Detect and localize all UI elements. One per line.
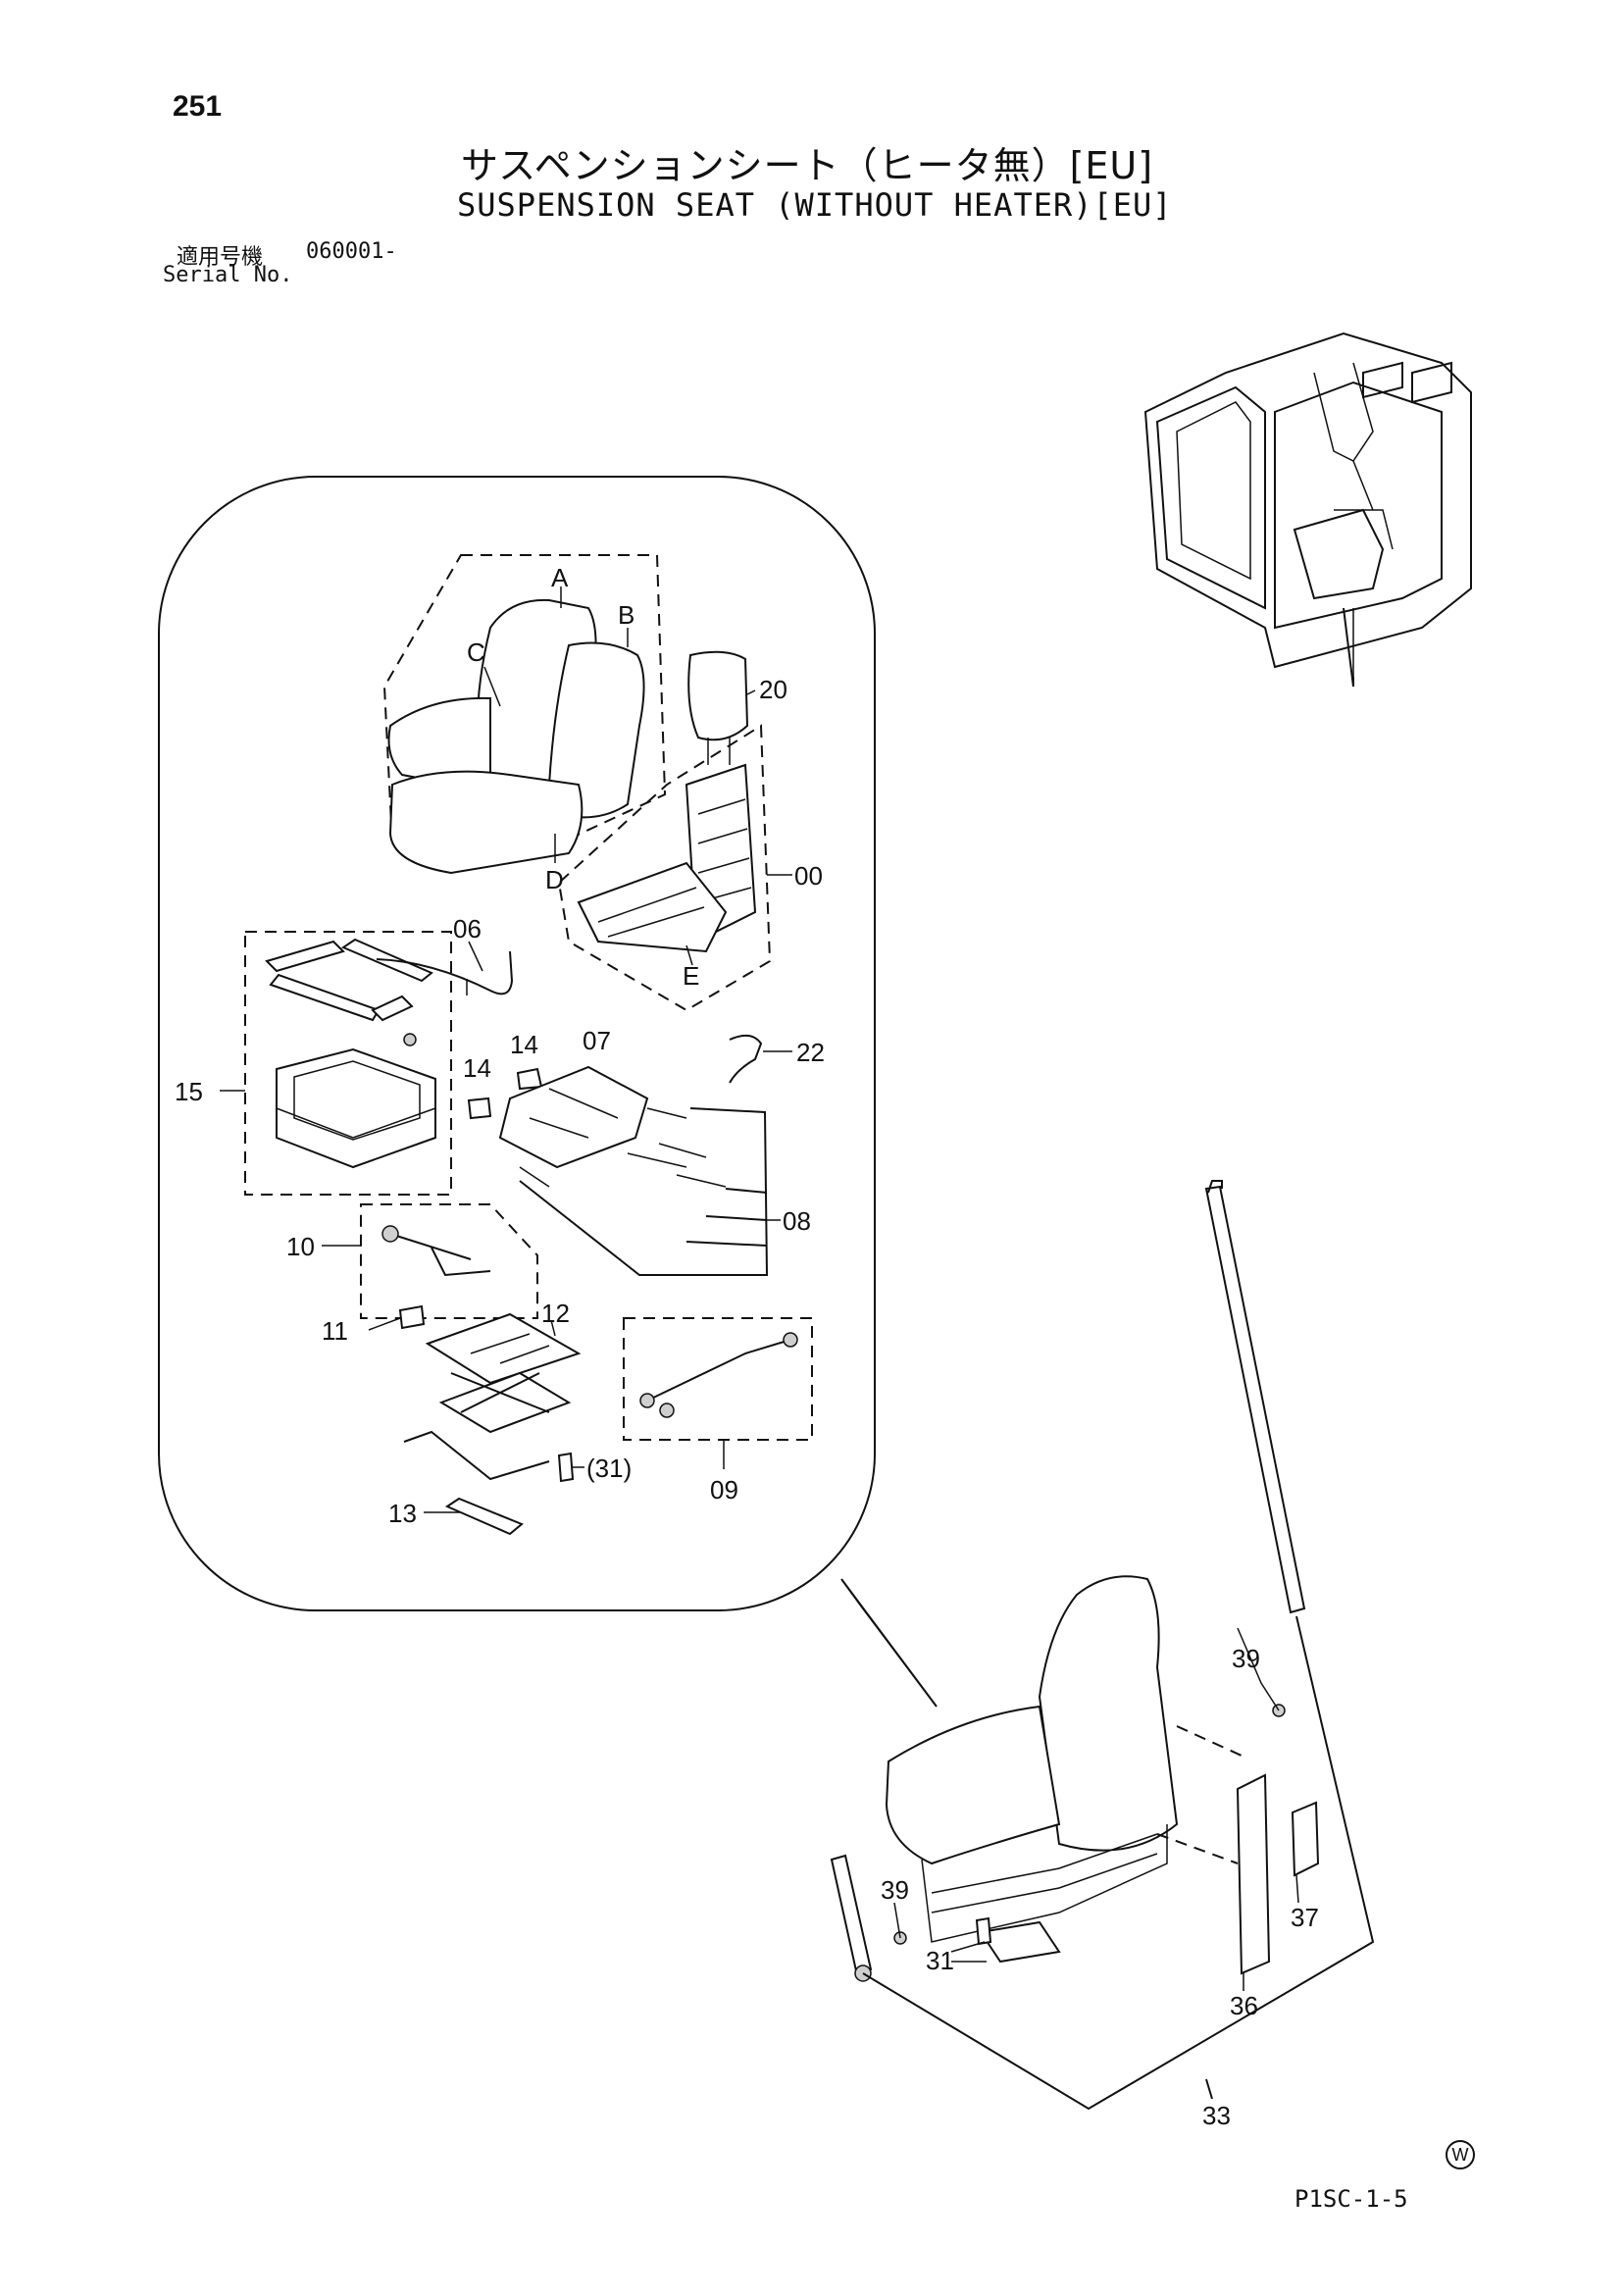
callout-22: 22 [796, 1038, 825, 1067]
callout-39-left: 39 [881, 1875, 909, 1905]
callout-11: 11 [322, 1316, 348, 1346]
part-11 [398, 1304, 426, 1330]
scissor-base [438, 1371, 572, 1434]
callout-37: 37 [1291, 1903, 1319, 1932]
seat-cushion-cover-d [388, 770, 584, 875]
callout-13: 13 [388, 1499, 417, 1528]
short-belt-rail [830, 1854, 873, 1977]
callout-33: 33 [1202, 2101, 1231, 2130]
callout-14-left: 14 [463, 1053, 491, 1083]
page-number: 251 [173, 90, 223, 123]
callout-12: 12 [541, 1299, 570, 1328]
bellows-frame [276, 1047, 436, 1169]
callout-d: D [545, 865, 564, 894]
suspension-housing [498, 1065, 649, 1169]
spring-leader [519, 1107, 769, 1276]
detail-frame [158, 476, 876, 1611]
headrest [687, 650, 749, 741]
callout-06: 06 [453, 914, 482, 944]
scissor-top [425, 1312, 582, 1385]
callout-14-right: 14 [510, 1030, 538, 1059]
damper-group-outline [623, 1317, 813, 1441]
part-14-right [516, 1067, 543, 1091]
callout-07: 07 [583, 1026, 611, 1055]
lumbar-group-outline [360, 1203, 538, 1319]
damper-09 [646, 1339, 791, 1402]
callout-e: E [683, 961, 699, 991]
cab-illustration [1143, 332, 1472, 688]
title-japanese: サスペンションシート（ヒータ無）[EU] [461, 144, 1154, 187]
callout-a: A [551, 563, 569, 592]
cover-37 [1291, 1801, 1320, 1877]
callout-c: C [467, 638, 485, 667]
callout-20: 20 [759, 675, 787, 704]
lever-06 [376, 950, 514, 995]
assembled-seat [885, 1575, 1179, 1964]
long-belt-rail [1204, 1185, 1306, 1614]
assembly-leader-33 [862, 1615, 1375, 2111]
frame-group-outline [557, 724, 772, 1012]
lumbar-mechanism [389, 1233, 491, 1277]
lever-13 [403, 1430, 550, 1481]
callout-09: 09 [710, 1475, 738, 1505]
seat-back-cover-b [547, 641, 645, 819]
title-english: SUSPENSION SEAT (WITHOUT HEATER)[EU] [457, 186, 1173, 224]
callout-39-right: 39 [1232, 1644, 1260, 1673]
serial-label-japanese: 適用号機 [177, 245, 264, 270]
bolt-31 [975, 1916, 992, 1946]
seat-frame-base [577, 861, 728, 953]
callout-b: B [618, 600, 634, 630]
callout-31: 31 [926, 1946, 954, 1975]
page-code: P1SC-1-5 [1294, 2185, 1408, 2213]
serial-label-english: Serial No. [163, 263, 293, 287]
bolt-31-detail [557, 1452, 575, 1483]
side-panel-36 [1236, 1773, 1271, 1975]
callout-31-detail: (31) [586, 1454, 632, 1483]
slide-rail-group-outline [244, 931, 452, 1196]
callout-36: 36 [1230, 1991, 1258, 2020]
callout-00: 00 [794, 861, 823, 891]
part-22 [729, 1034, 763, 1084]
callout-15: 15 [175, 1077, 203, 1106]
part-14-left [467, 1097, 492, 1120]
callout-08: 08 [783, 1206, 811, 1236]
serial-value: 060001- [306, 239, 397, 264]
pointer-arrow [840, 1578, 938, 1708]
callout-10: 10 [286, 1232, 315, 1261]
w-mark-icon: W [1446, 2140, 1475, 2169]
